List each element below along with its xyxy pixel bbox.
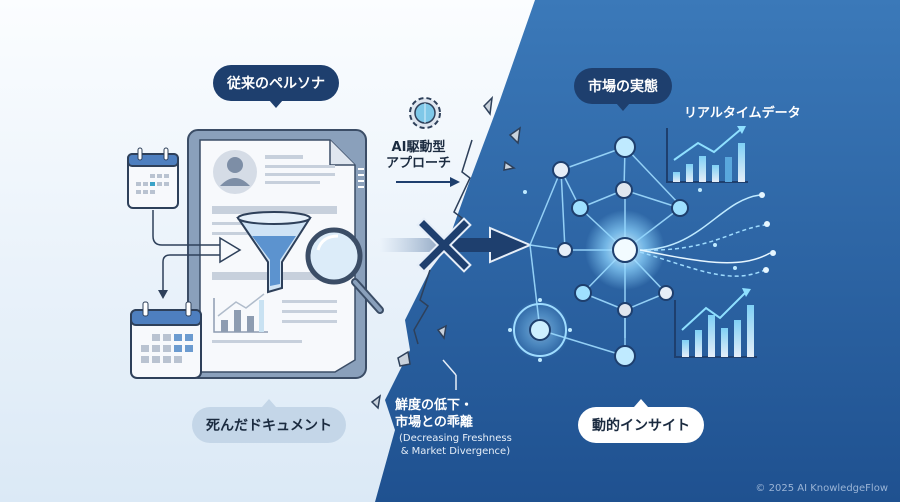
divergence-english-label: (Decreasing Freshness & Market Divergenc… [399,432,512,458]
bar-chart-up-icon [674,288,757,358]
divergence-line1: 鮮度の低下・ [395,398,474,413]
calendar-icon [130,301,202,379]
copyright-notice: © 2025 AI KnowledgeFlow [755,483,888,494]
persona-title-bubble: 従来のペルソナ [213,65,339,108]
ai-approach-line1: AI駆動型 [391,140,446,155]
calendar-icon [127,147,179,209]
funnel-icon [236,211,312,294]
magnifier-icon [305,227,384,314]
flow-connectors [152,210,226,292]
divergence-label: 鮮度の低下・ 市場との乖離 [395,397,473,431]
ai-approach-label: AI駆動型 アプローチ [386,140,451,172]
realtime-data-label: リアルタイムデータ [684,106,801,121]
divergence-line2: 市場との乖離 [395,415,473,430]
bar-chart-icon [213,293,268,333]
gear-icon [409,97,441,129]
divergence-en-line2: & Market Divergence) [400,446,511,457]
data-stream-icon [639,194,771,277]
arrow-right-icon [219,236,242,264]
divergence-en-line1: (Decreasing Freshness [399,433,512,444]
ai-approach-line2: アプローチ [386,156,452,171]
crack-fragments-icon [370,95,521,410]
market-reality-bubble: 市場の実態 [574,68,672,111]
dynamic-insight-bubble: 動的インサイト [578,399,704,443]
bar-chart-up-icon [666,126,748,183]
arrow-down-icon [158,290,168,299]
persona-avatar-icon [213,150,257,194]
blocked-x-icon [416,217,472,273]
dead-document-bubble: 死んだドキュメント [192,399,346,443]
